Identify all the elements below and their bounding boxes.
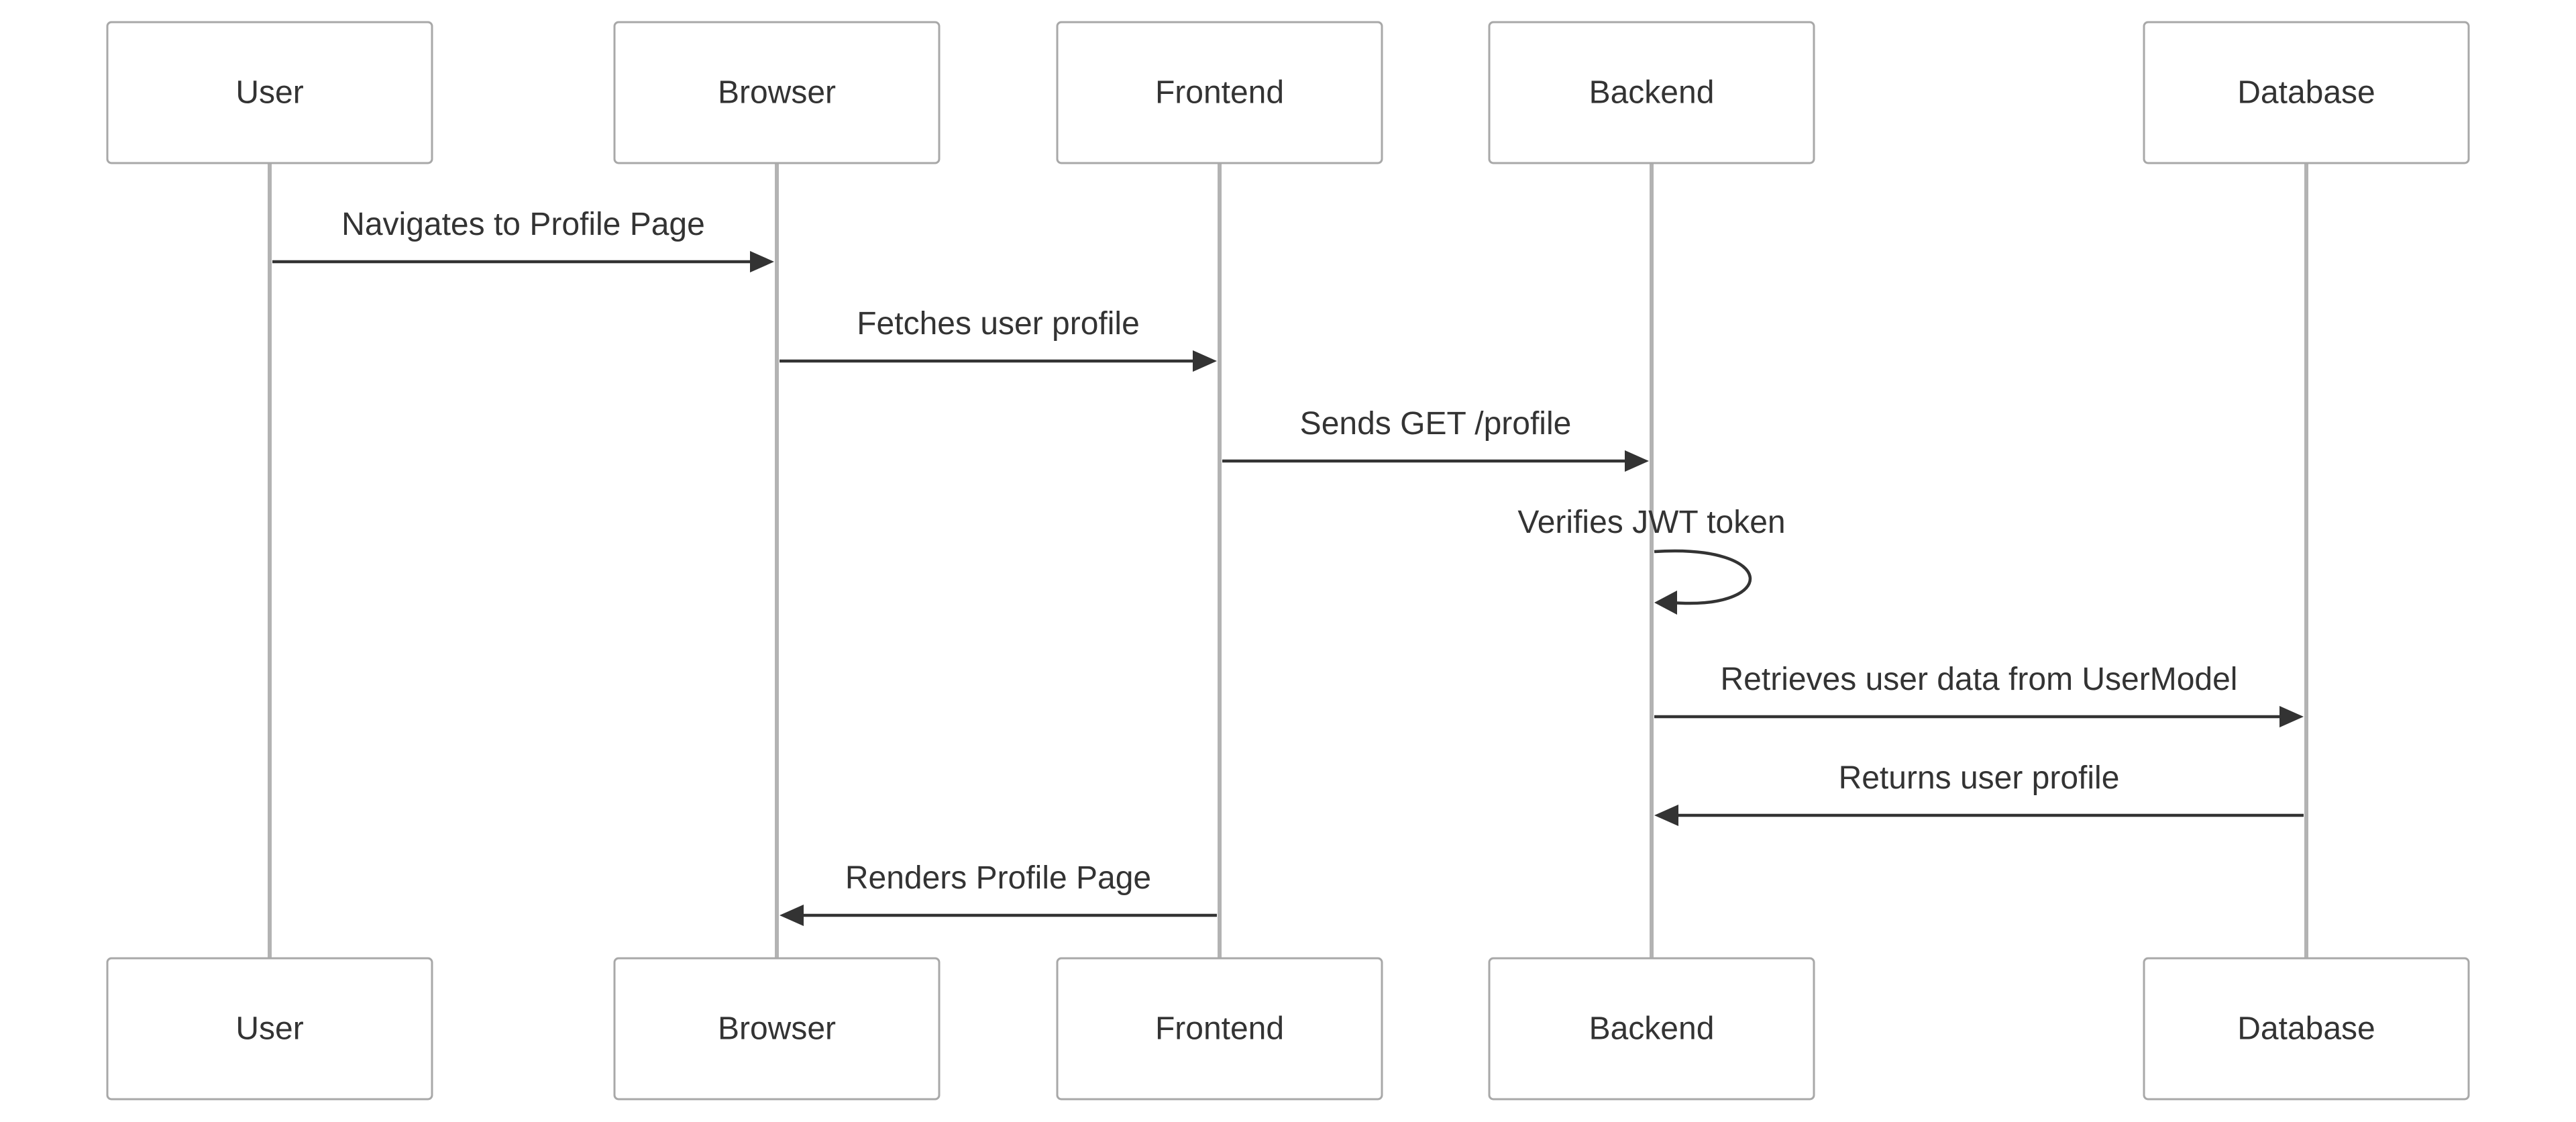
arrowhead [750, 251, 774, 272]
actor-label: Database [2237, 1011, 2375, 1047]
actor-box [2143, 957, 2470, 1101]
actor-browser-bottom: Browser [613, 957, 941, 1101]
actor-label: User [235, 75, 303, 111]
actor-box [106, 957, 433, 1101]
actor-box [106, 21, 433, 164]
actor-box [1488, 21, 1815, 164]
actor-label: Backend [1589, 75, 1715, 111]
actor-label: User [235, 1011, 303, 1047]
actors: UserUserBrowserBrowserFrontendFrontendBa… [106, 21, 2470, 1101]
actor-backend-bottom: Backend [1488, 957, 1815, 1101]
arrowhead [780, 905, 804, 926]
message-3: Sends GET /profile [1222, 406, 1649, 472]
actor-database-bottom: Database [2143, 957, 2470, 1101]
actor-user-bottom: User [106, 957, 433, 1101]
actor-label: Browser [718, 1011, 836, 1047]
actor-label: Database [2237, 75, 2375, 111]
actor-label: Browser [718, 75, 836, 111]
message-label: Verifies JWT token [1517, 505, 1785, 540]
actor-label: Frontend [1155, 1011, 1284, 1047]
actor-label: Backend [1589, 1011, 1715, 1047]
actor-label: Frontend [1155, 75, 1284, 111]
message-self-loop [1654, 549, 1752, 605]
message-7: Renders Profile Page [780, 860, 1217, 926]
arrowhead [1654, 591, 1677, 615]
arrowhead [1654, 805, 1678, 826]
message-1: Navigates to Profile Page [272, 207, 774, 272]
message-label: Fetches user profile [857, 306, 1140, 342]
lifelines [268, 163, 2308, 958]
actor-box [2143, 21, 2470, 164]
message-label: Returns user profile [1839, 760, 2120, 796]
actor-frontend-top: Frontend [1056, 21, 1383, 164]
actor-database-top: Database [2143, 21, 2470, 164]
actor-user-top: User [106, 21, 433, 164]
message-label: Renders Profile Page [845, 860, 1151, 896]
message-2: Fetches user profile [780, 306, 1217, 372]
message-label: Retrieves user data from UserModel [1721, 662, 2238, 697]
message-label: Navigates to Profile Page [341, 207, 705, 242]
actor-box [1488, 957, 1815, 1101]
actor-frontend-bottom: Frontend [1056, 957, 1383, 1101]
actor-box [1056, 21, 1383, 164]
arrowhead [1625, 450, 1649, 472]
arrowhead [2279, 706, 2304, 727]
actor-box [613, 21, 941, 164]
message-label: Sends GET /profile [1300, 406, 1572, 442]
actor-box [1056, 957, 1383, 1101]
message-6: Returns user profile [1654, 760, 2304, 826]
arrowhead [1193, 350, 1217, 372]
actor-backend-top: Backend [1488, 21, 1815, 164]
actor-browser-top: Browser [613, 21, 941, 164]
message-5: Retrieves user data from UserModel [1654, 662, 2304, 727]
actor-box [613, 957, 941, 1101]
message-4: Verifies JWT token [1517, 505, 1786, 615]
